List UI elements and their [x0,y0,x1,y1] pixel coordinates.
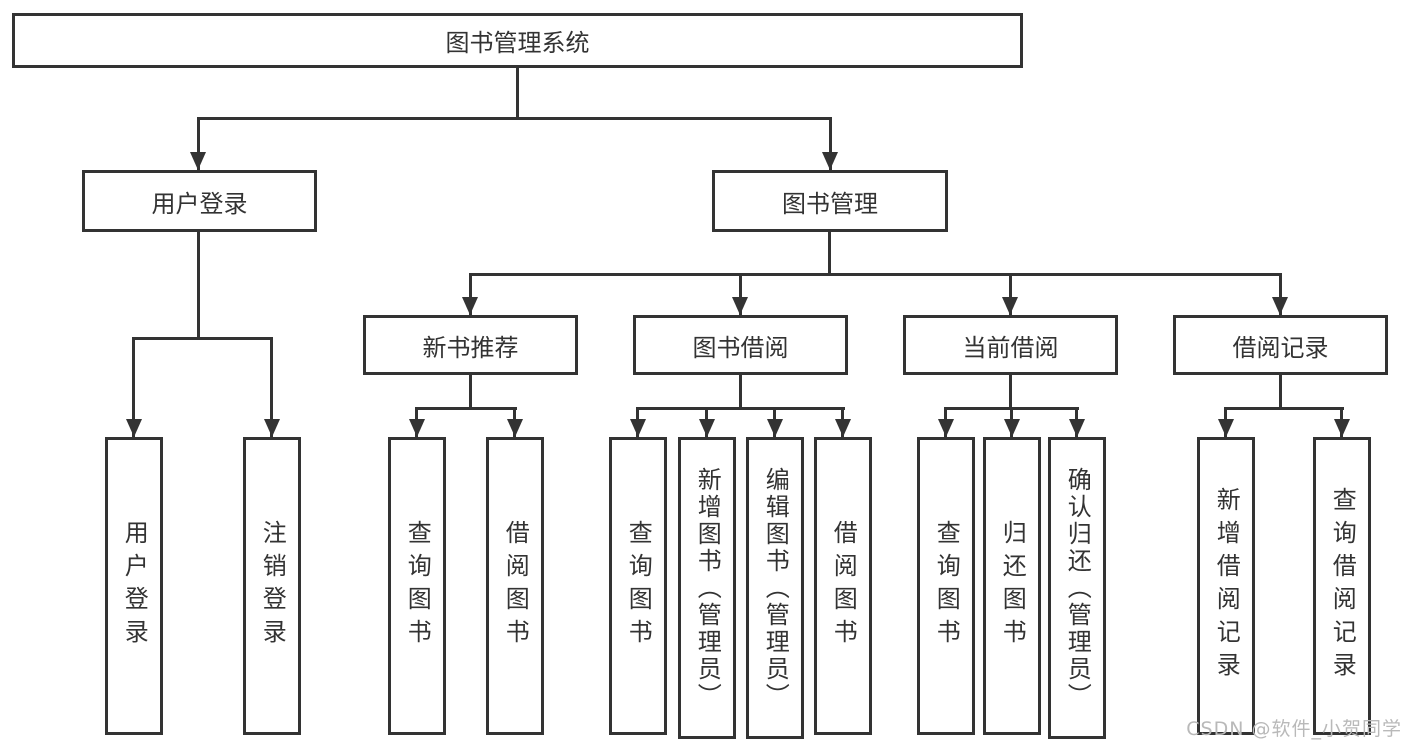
arrowhead-icon [507,419,523,437]
connector-line [1009,273,1012,315]
connector-line [469,273,1281,276]
leaf-label: 查询图书 [932,520,961,652]
leaf-borrow-books-recommend: 借阅图书 [486,437,544,735]
leaf-borrow-books: 借阅图书 [814,437,872,735]
leaf-query-borrow-record: 查询借阅记录 [1313,437,1371,735]
connector-line [270,337,273,437]
arrowhead-icon [732,297,748,315]
connector-line [469,375,472,407]
leaf-label: 查询图书 [624,520,653,652]
connector-line [197,117,200,170]
arrowhead-icon [822,152,838,170]
connector-line [739,375,742,407]
connector-line [132,337,273,340]
arrowhead-icon [409,419,425,437]
connector-line [829,117,832,170]
connector-line [132,337,135,437]
leaf-user-login: 用户登录 [105,437,163,735]
arrowhead-icon [938,419,954,437]
csdn-watermark: CSDN @软件_小贺同学 [1186,718,1402,740]
leaf-query-books-recommend: 查询图书 [388,437,446,735]
arrowhead-icon [264,419,280,437]
arrowhead-icon [1069,419,1085,437]
arrowhead-icon [1272,297,1288,315]
connector-line [828,232,831,273]
arrowhead-icon [126,419,142,437]
node-label: 当前借阅 [962,333,1059,362]
leaf-label: 借阅图书 [829,520,858,652]
connector-line [197,117,832,120]
arrowhead-icon [835,419,851,437]
node-label: 新书推荐 [422,333,519,362]
connector-line [1009,375,1012,407]
leaf-confirm-return-admin: 确认归还（管理员） [1048,437,1106,739]
connector-line [1279,273,1282,315]
node-new-book-recommend: 新书推荐 [363,315,578,375]
leaf-add-books-admin: 新增图书（管理员） [678,437,736,739]
node-book-borrow: 图书借阅 [633,315,848,375]
arrowhead-icon [1002,297,1018,315]
connector-line [1279,375,1282,407]
arrowhead-icon [699,419,715,437]
leaf-add-borrow-record: 新增借阅记录 [1197,437,1255,735]
leaf-label: 新增借阅记录 [1212,487,1241,685]
leaf-label: 归还图书 [998,520,1027,652]
leaf-logout-login: 注销登录 [243,437,301,735]
connector-line [415,407,517,410]
arrowhead-icon [190,152,206,170]
leaf-label: 查询借阅记录 [1328,487,1357,685]
connector-line [636,407,845,410]
node-book-management: 图书管理 [712,170,948,232]
leaf-label: 新增图书（管理员） [693,466,722,710]
node-label: 图书管理系统 [445,29,590,57]
arrowhead-icon [1218,419,1234,437]
leaf-query-books-borrow: 查询图书 [609,437,667,735]
arrowhead-icon [1334,419,1350,437]
leaf-edit-books-admin: 编辑图书（管理员） [746,437,804,739]
connector-line [516,68,519,117]
node-label: 图书管理 [782,189,878,218]
node-label: 图书借阅 [692,333,789,362]
leaf-return-books: 归还图书 [983,437,1041,735]
node-label: 借阅记录 [1232,333,1329,362]
node-current-borrow: 当前借阅 [903,315,1118,375]
leaf-label: 借阅图书 [501,520,530,652]
leaf-query-books-current: 查询图书 [917,437,975,735]
arrowhead-icon [462,297,478,315]
arrowhead-icon [630,419,646,437]
node-user-login: 用户登录 [82,170,317,232]
leaf-label: 注销登录 [258,520,287,652]
leaf-label: 用户登录 [120,520,149,652]
leaf-label: 查询图书 [403,520,432,652]
connector-line [197,232,200,337]
leaf-label: 编辑图书（管理员） [761,466,790,710]
arrowhead-icon [767,419,783,437]
connector-line [469,273,472,315]
node-label: 用户登录 [151,189,248,218]
arrowhead-icon [1004,419,1020,437]
node-borrow-records: 借阅记录 [1173,315,1388,375]
connector-line [1224,407,1344,410]
node-library-management-system: 图书管理系统 [12,13,1023,68]
connector-line [739,273,742,315]
leaf-label: 确认归还（管理员） [1063,466,1092,710]
